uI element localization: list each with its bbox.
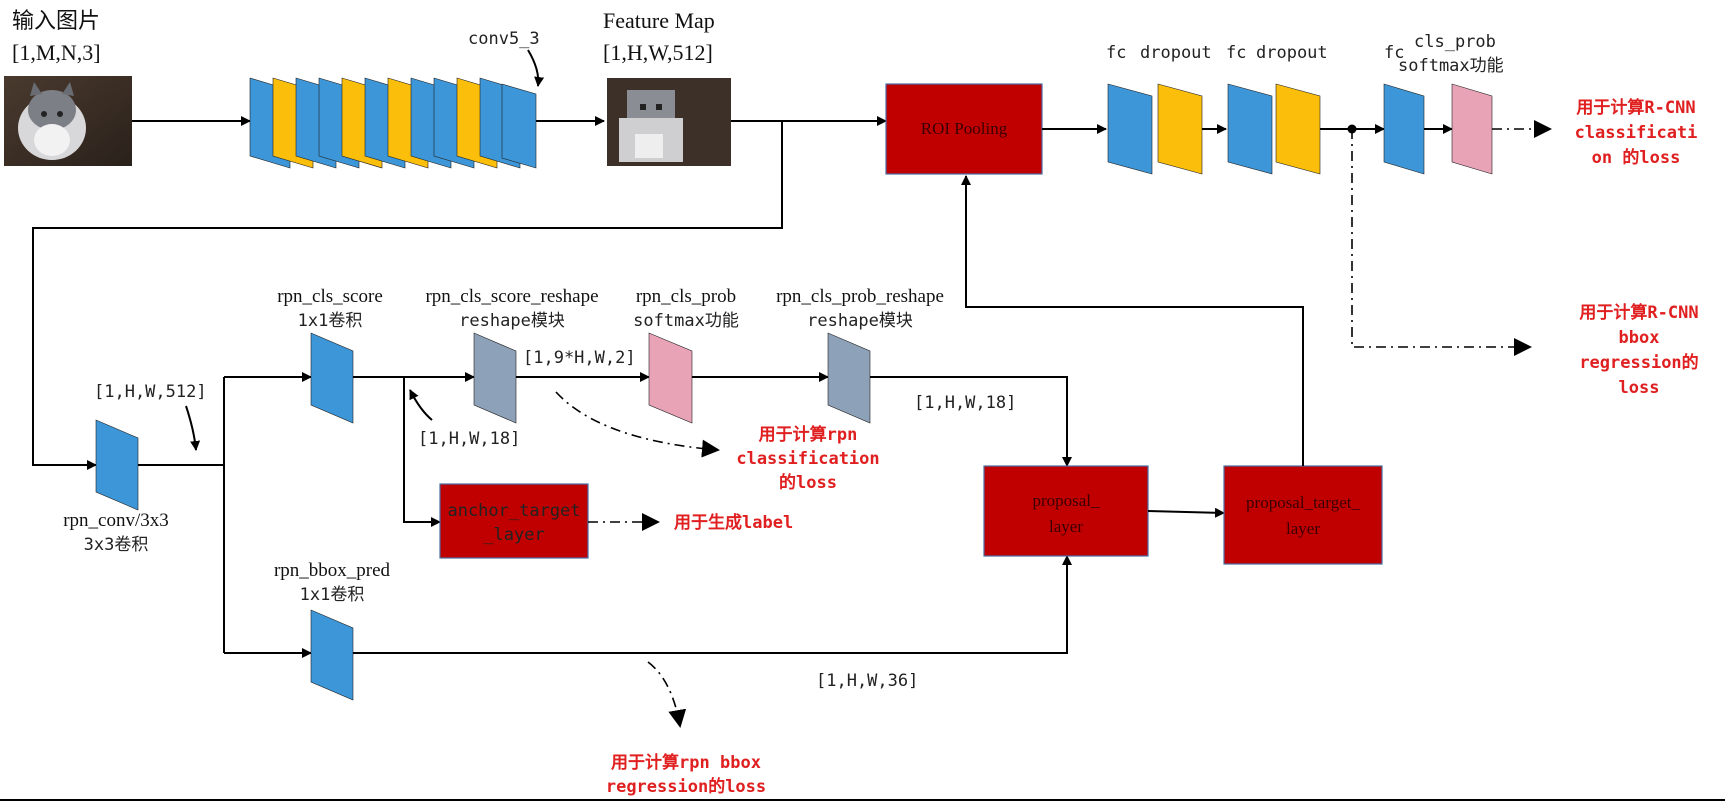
fc1-label: fc <box>1106 43 1126 63</box>
rpn-cls-loss-line1: 用于计算rpn <box>759 424 858 445</box>
rcnn-cls-loss-line2: classificati <box>1575 123 1698 143</box>
rpn-conv-shape: [1,H,W,512] <box>94 382 207 402</box>
rpn-cls-loss-line3: 的loss <box>779 472 837 493</box>
rpn-cls-prob-layer <box>648 332 693 424</box>
feature-map-shape: [1,H,W,512] <box>603 40 713 65</box>
rpn-cls-loss-line2: classification <box>736 449 879 469</box>
rpn-cls-score-layer <box>310 332 354 424</box>
fc2-layer <box>1227 83 1273 175</box>
rcnn-bbox-loss-line4: loss <box>1619 378 1660 398</box>
rpn-conv-name: rpn_conv/3x3 <box>63 510 169 531</box>
rpn-cls-score-reshape-layer <box>473 332 517 424</box>
fc3-layer <box>1383 83 1425 175</box>
rpn-cls-prob-reshape-layer <box>827 332 871 424</box>
dropout1-layer <box>1157 83 1203 175</box>
rcnn-bbox-loss-line1: 用于计算R-CNN <box>1579 302 1698 323</box>
dropout1-label: dropout <box>1140 43 1212 63</box>
rpn-cls-score-reshape-desc: reshape模块 <box>459 311 565 331</box>
rpn-bbox-pred-name: rpn_bbox_pred <box>274 560 391 581</box>
cls-prob-label: cls_prob <box>1414 32 1496 52</box>
rpn-cls-prob-name: rpn_cls_prob <box>636 286 736 307</box>
proposal-target-line2: layer <box>1286 519 1320 538</box>
proposal-target-layer-box <box>1223 465 1383 565</box>
anchor-target-line2: _layer <box>483 525 544 545</box>
rpn-cls-score-name: rpn_cls_score <box>277 286 383 307</box>
input-title: 输入图片 <box>12 8 100 33</box>
proposal-layer-line2: layer <box>1049 517 1083 536</box>
rpn-cls-prob-reshape-name: rpn_cls_prob_reshape <box>776 286 944 307</box>
rcnn-bbox-loss-line2: bbox <box>1619 328 1660 348</box>
rpn-cls-score-reshape-name: rpn_cls_score_reshape <box>425 286 598 307</box>
input-image <box>4 76 132 166</box>
fc3-label: fc <box>1384 43 1404 63</box>
rpn-cls-prob-desc: softmax功能 <box>633 311 739 331</box>
proposal-layer-line1: proposal_ <box>1032 491 1100 510</box>
dropout2-label: dropout <box>1256 43 1328 63</box>
rpn-bbox-pred-desc: 1x1卷积 <box>300 585 365 605</box>
rcnn-cls-loss-line1: 用于计算R-CNN <box>1576 97 1695 118</box>
anchor-target-line1: anchor_target <box>447 501 580 521</box>
rcnn-bbox-loss-line3: regression的 <box>1579 352 1698 373</box>
rpn-cls-prob-reshape-desc: reshape模块 <box>807 311 913 331</box>
label-note: 用于生成label <box>674 512 793 533</box>
rpn-reshape-shape: [1,9*H,W,2] <box>523 348 636 368</box>
cls-prob-layer <box>1451 83 1493 175</box>
rpn-bbox-loss-line2: regression的loss <box>606 776 766 797</box>
rpn-bbox-shape: [1,H,W,36] <box>816 671 918 691</box>
feature-map-title: Feature Map <box>603 8 715 33</box>
fc2-label: fc <box>1226 43 1246 63</box>
roi-pooling-box <box>885 83 1043 175</box>
proposal-target-line1: proposal_target_ <box>1246 493 1360 512</box>
input-shape: [1,M,N,3] <box>12 40 101 65</box>
conv5-3-label: conv5_3 <box>468 29 540 49</box>
rpn-conv-desc: 3x3卷积 <box>84 535 149 555</box>
softmax-label: softmax功能 <box>1398 56 1504 76</box>
rpn-score-shape: [1,H,W,18] <box>418 429 520 449</box>
rpn-cls-score-desc: 1x1卷积 <box>298 311 363 331</box>
dropout2-layer <box>1275 83 1321 175</box>
anchor-target-layer-box <box>439 483 589 559</box>
feature-map-image <box>607 78 731 166</box>
conv-layer-stack <box>249 77 537 169</box>
rpn-bbox-pred-layer <box>310 609 354 701</box>
rpn-bbox-loss-line1: 用于计算rpn bbox <box>611 752 761 773</box>
rpn-prob-shape: [1,H,W,18] <box>914 393 1016 413</box>
proposal-layer-box <box>983 465 1149 557</box>
fc1-layer <box>1107 83 1153 175</box>
rpn-conv-layer <box>95 419 139 511</box>
rcnn-cls-loss-line3: on 的loss <box>1592 147 1681 168</box>
roi-pooling-label: ROI Pooling <box>921 119 1008 138</box>
